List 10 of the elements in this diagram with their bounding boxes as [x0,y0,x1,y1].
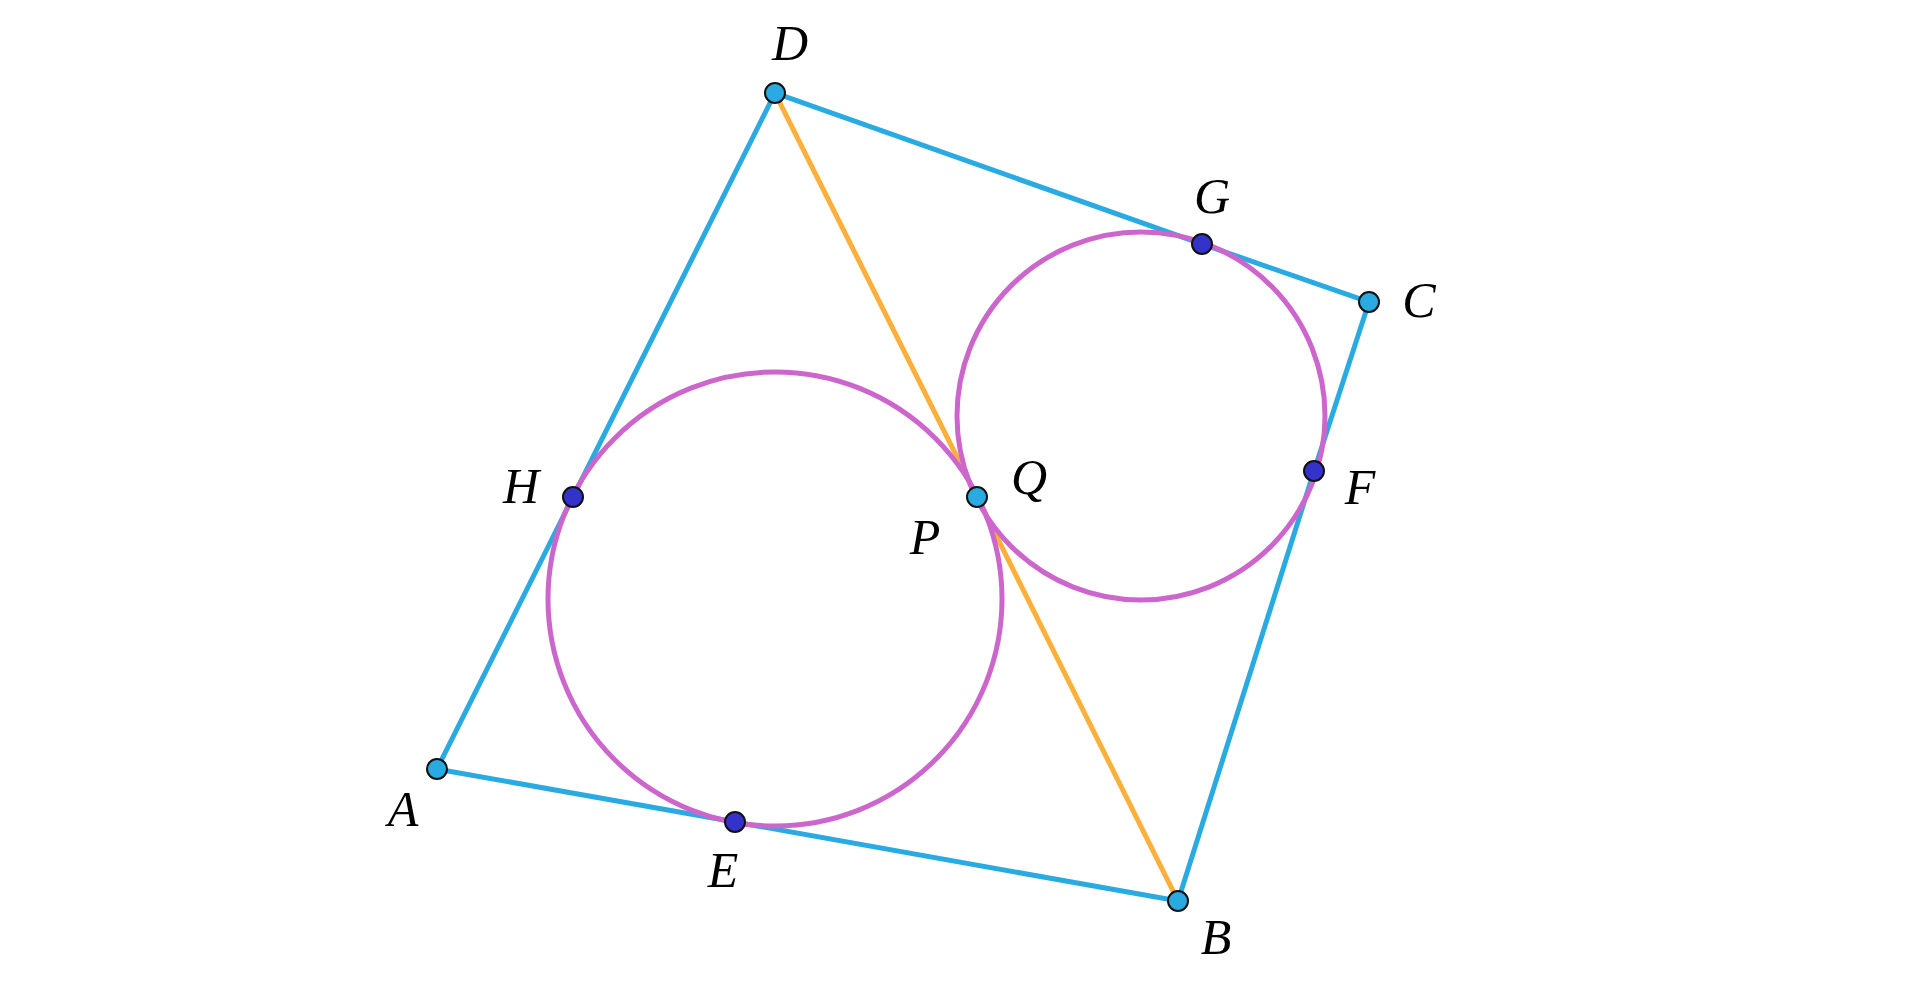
point-label: E [707,845,739,895]
point-label: A [387,784,419,834]
point-label: D [771,18,809,68]
point-label: B [1200,912,1232,962]
point-label: H [502,461,540,511]
point-label: P [909,512,941,562]
point-label: C [1402,275,1436,325]
point-label: Q [1010,452,1048,502]
point-label: F [1344,462,1376,512]
point-label: G [1193,171,1231,221]
